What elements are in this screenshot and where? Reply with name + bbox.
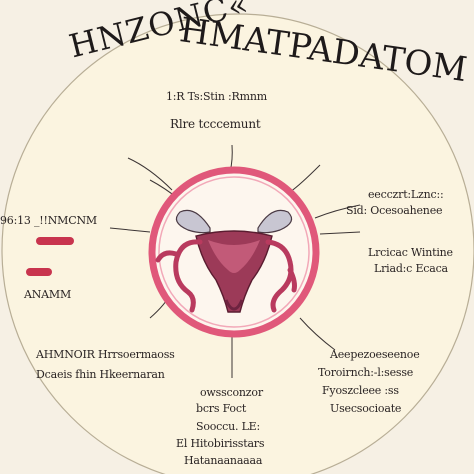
label-bottom-left-2: Dcaeis fhin Hkeernaran <box>36 368 165 381</box>
label-bottom-right-2: Toroirnch:-l:sesse <box>318 366 414 379</box>
label-bottom-right-3: Fyoszcleee :ss <box>322 384 399 397</box>
label-bottom-right-4: Usecsocioate <box>330 402 402 415</box>
label-left-1: 96:13 _!!NMCNM <box>0 214 97 227</box>
label-top-1: 1:R Ts:Stin :Rmnm <box>166 90 267 103</box>
label-bottom-1: owssconzor <box>200 386 263 399</box>
ovary-right-icon <box>257 209 293 234</box>
label-bottom-4: El Hitobirisstars <box>176 437 265 450</box>
ovary-left-icon <box>175 209 211 234</box>
cervix-icon <box>224 299 244 311</box>
fimbria-right-icon <box>287 267 297 293</box>
label-right-3: Lrcicac Wintine <box>368 246 453 259</box>
label-top-2: Rlre tcccemunt <box>170 117 261 131</box>
fallopian-tube-right-icon <box>265 239 294 313</box>
leader-line-left <box>109 227 151 233</box>
label-right-2: Sid: Ocesoahenee <box>346 204 443 217</box>
label-right-4: Lriad:c Ecaca <box>374 262 448 275</box>
organ-ring-inner <box>158 176 310 328</box>
accent-bar-2 <box>26 268 52 276</box>
label-bottom-5: Hatanaanaaaa <box>184 454 263 467</box>
accent-bar-1 <box>36 237 74 245</box>
label-bottom-3: Sooccu. LE: <box>196 420 261 433</box>
fimbria-left-icon <box>155 250 179 263</box>
fallopian-tube-left-icon <box>173 239 203 313</box>
label-left-2: ANAMM <box>24 288 72 301</box>
label-bottom-right-1: Aeepezoeseenoe <box>330 348 420 361</box>
label-bottom-2: bcrs Foct <box>196 402 247 415</box>
leader-line-bottom-right <box>299 317 336 351</box>
label-right-1: eecczrt:Lznc:: <box>368 188 444 201</box>
leader-line-right <box>314 204 361 219</box>
uterus-cavity <box>208 240 260 273</box>
label-bottom-left-1: AHMNOIR Hrrsoermaoss <box>36 348 175 361</box>
leader-line-right-2 <box>319 231 361 235</box>
leader-line-top-left <box>127 157 173 191</box>
